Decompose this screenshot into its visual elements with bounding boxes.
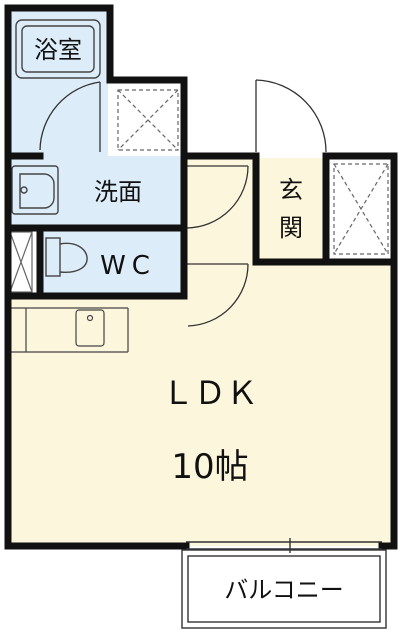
- bathtub-icon: [15, 19, 101, 79]
- kitchen-counter: [8, 307, 129, 353]
- wc-floor: [42, 228, 184, 294]
- storage-cross: [9, 231, 33, 293]
- closet-upper-floor: [110, 82, 184, 156]
- door-swing-icon: [39, 79, 327, 327]
- entrance-label-1: 玄: [279, 176, 303, 204]
- kitchen-sink-icon: [75, 309, 105, 347]
- balcony: [181, 549, 387, 629]
- entrance-label-2: 関: [279, 214, 303, 242]
- ldk-label: ＬＤＫ: [162, 374, 258, 412]
- bath-floor: [8, 8, 108, 156]
- hall-floor: [186, 158, 256, 262]
- toilet-icon: [45, 237, 88, 277]
- balcony-label: バルコニー: [224, 576, 344, 604]
- entrance-floor: [256, 158, 326, 262]
- wc-label: WC: [100, 251, 156, 281]
- wash-basin-icon: [11, 165, 59, 215]
- bath-label: 浴室: [34, 36, 82, 64]
- ldk-size-label: 10帖: [171, 447, 248, 487]
- closet-cross-icon: [117, 89, 389, 255]
- washroom-label: 洗面: [94, 178, 142, 206]
- walls: [4, 4, 398, 550]
